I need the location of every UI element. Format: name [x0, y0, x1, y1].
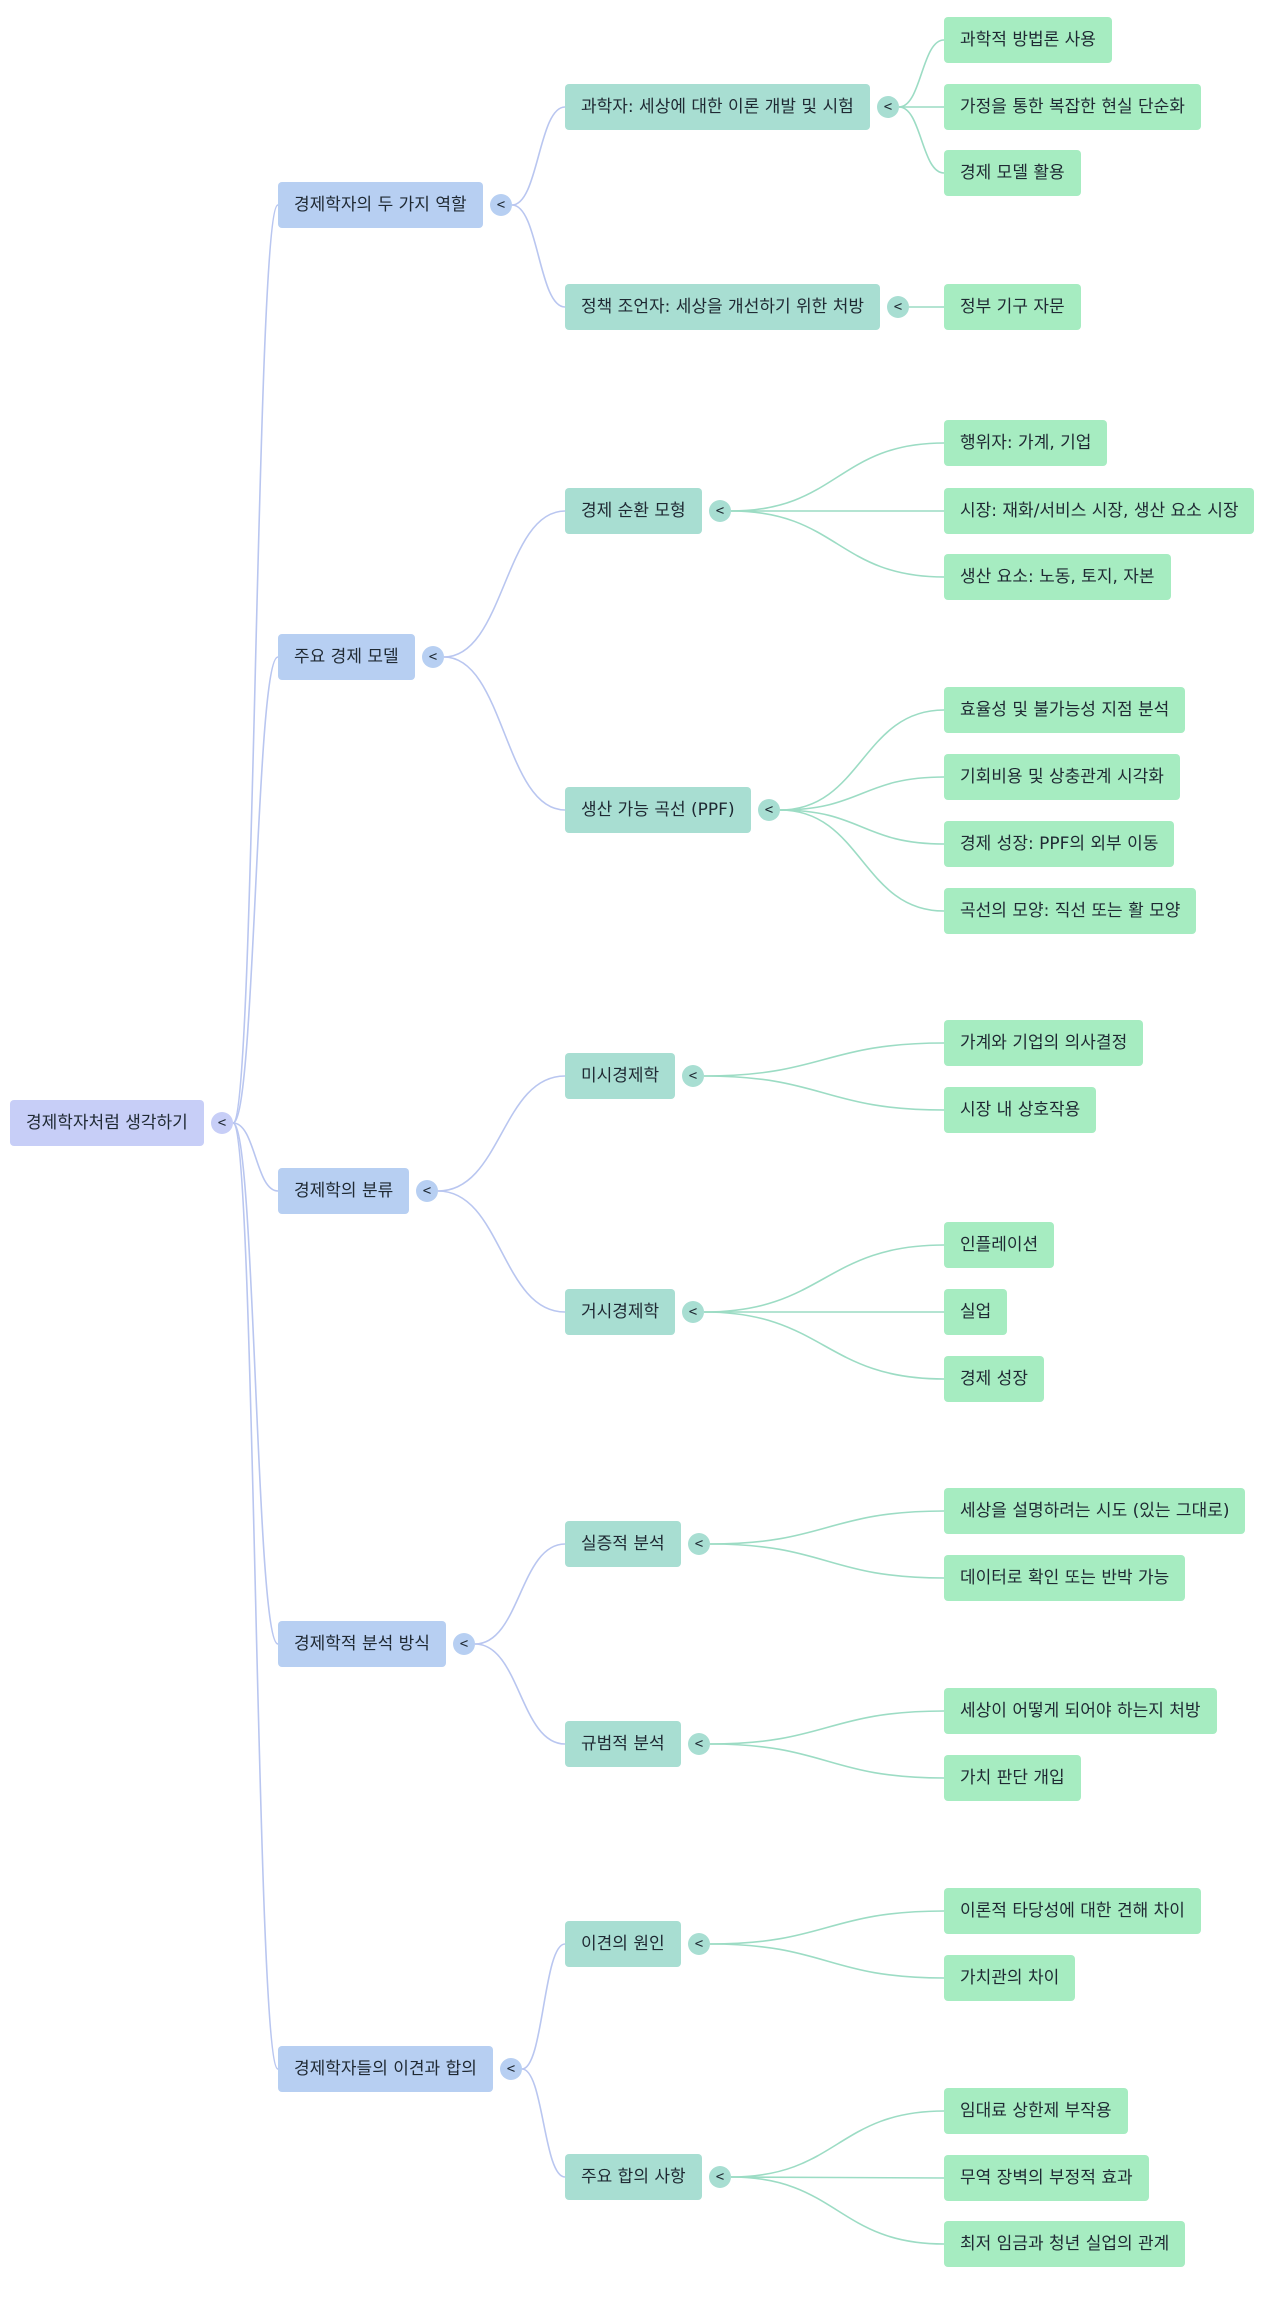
edge-branch-to-topic: [437, 1075, 566, 1192]
leaf-node[interactable]: 행위자: 가계, 기업: [944, 420, 1108, 466]
edge-branch-to-topic: [521, 2068, 566, 2178]
leaf-node[interactable]: 가치관의 차이: [944, 1955, 1076, 2001]
leaf-node[interactable]: 경제 성장: PPF의 외부 이동: [944, 821, 1175, 867]
edge-topic-to-leaf: [709, 1710, 945, 1745]
topic-node[interactable]: 미시경제학: [565, 1053, 676, 1099]
leaf-node[interactable]: 경제 모델 활용: [944, 150, 1081, 196]
topic-node[interactable]: 정책 조언자: 세상을 개선하기 위한 처방: [565, 284, 880, 330]
edge-topic-to-leaf: [730, 2176, 945, 2179]
topic-node[interactable]: 거시경제학: [565, 1289, 676, 1335]
edge-topic-to-leaf: [709, 1943, 945, 1979]
leaf-node[interactable]: 가정을 통한 복잡한 현실 단순화: [944, 84, 1201, 130]
edge-topic-to-leaf: [709, 1910, 945, 1945]
topic-node[interactable]: 실증적 분석: [565, 1521, 681, 1567]
edge-topic-to-leaf: [709, 1743, 945, 1779]
edge-topic-to-leaf: [703, 1075, 945, 1111]
topic-collapse-toggle[interactable]: <: [682, 1301, 704, 1323]
topic-collapse-toggle[interactable]: <: [758, 799, 780, 821]
topic-node[interactable]: 규범적 분석: [565, 1721, 681, 1767]
topic-node[interactable]: 생산 가능 곡선 (PPF): [565, 787, 751, 833]
edge-topic-to-leaf: [898, 39, 945, 108]
edge-root-to-branch: [232, 1122, 279, 1192]
leaf-node[interactable]: 생산 요소: 노동, 토지, 자본: [944, 554, 1171, 600]
edge-branch-to-topic: [511, 204, 566, 308]
edge-branch-to-topic: [443, 656, 566, 811]
edge-topic-to-leaf: [779, 809, 945, 912]
leaf-node[interactable]: 경제 성장: [944, 1356, 1044, 1402]
branch-node[interactable]: 경제학의 분류: [278, 1168, 410, 1214]
edge-branch-to-topic: [521, 1943, 566, 2070]
topic-collapse-toggle[interactable]: <: [688, 1533, 710, 1555]
edge-topic-to-leaf: [703, 1244, 945, 1313]
topic-node[interactable]: 과학자: 세상에 대한 이론 개발 및 시험: [565, 84, 870, 130]
leaf-node[interactable]: 데이터로 확인 또는 반박 가능: [944, 1555, 1186, 1601]
edge-topic-to-leaf: [779, 776, 945, 811]
topic-collapse-toggle[interactable]: <: [887, 296, 909, 318]
branch-node[interactable]: 경제학적 분석 방식: [278, 1621, 446, 1667]
edge-topic-to-leaf: [730, 2176, 945, 2245]
leaf-node[interactable]: 무역 장벽의 부정적 효과: [944, 2155, 1149, 2201]
leaf-node[interactable]: 기회비용 및 상충관계 시각화: [944, 754, 1180, 800]
leaf-node[interactable]: 이론적 타당성에 대한 견해 차이: [944, 1888, 1201, 1934]
leaf-node[interactable]: 실업: [944, 1289, 1008, 1335]
edge-topic-to-leaf: [730, 2110, 945, 2178]
leaf-node[interactable]: 세상을 설명하려는 시도 (있는 그대로): [944, 1488, 1246, 1534]
leaf-node[interactable]: 정부 기구 자문: [944, 284, 1081, 330]
edge-topic-to-leaf: [730, 510, 945, 578]
leaf-node[interactable]: 임대료 상한제 부작용: [944, 2088, 1128, 2134]
branch-collapse-toggle[interactable]: <: [453, 1633, 475, 1655]
branch-collapse-toggle[interactable]: <: [500, 2058, 522, 2080]
edge-root-to-branch: [232, 656, 279, 1124]
edge-topic-to-leaf: [709, 1543, 945, 1579]
leaf-node[interactable]: 최저 임금과 청년 실업의 관계: [944, 2221, 1186, 2267]
topic-collapse-toggle[interactable]: <: [877, 96, 899, 118]
edge-branch-to-topic: [474, 1543, 566, 1645]
edge-root-to-branch: [232, 1122, 279, 2070]
root-node[interactable]: 경제학자처럼 생각하기: [10, 1100, 204, 1146]
topic-node[interactable]: 이견의 원인: [565, 1921, 681, 1967]
edge-topic-to-leaf: [779, 709, 945, 811]
leaf-node[interactable]: 시장: 재화/서비스 시장, 생산 요소 시장: [944, 488, 1255, 534]
topic-collapse-toggle[interactable]: <: [682, 1065, 704, 1087]
edge-topic-to-leaf: [898, 106, 945, 174]
leaf-node[interactable]: 효율성 및 불가능성 지점 분석: [944, 687, 1186, 733]
edge-root-to-branch: [232, 204, 279, 1124]
topic-node[interactable]: 주요 합의 사항: [565, 2154, 702, 2200]
leaf-node[interactable]: 가치 판단 개입: [944, 1755, 1081, 1801]
edge-root-to-branch: [232, 1122, 279, 1645]
leaf-node[interactable]: 세상이 어떻게 되어야 하는지 처방: [944, 1688, 1217, 1734]
leaf-node[interactable]: 인플레이션: [944, 1222, 1055, 1268]
topic-node[interactable]: 경제 순환 모형: [565, 488, 702, 534]
leaf-node[interactable]: 곡선의 모양: 직선 또는 활 모양: [944, 888, 1197, 934]
leaf-node[interactable]: 가계와 기업의 의사결정: [944, 1020, 1144, 1066]
leaf-node[interactable]: 시장 내 상호작용: [944, 1087, 1097, 1133]
edge-branch-to-topic: [511, 106, 566, 206]
edge-topic-to-leaf: [779, 809, 945, 845]
edge-branch-to-topic: [443, 510, 566, 658]
edge-topic-to-leaf: [730, 442, 945, 512]
branch-node[interactable]: 주요 경제 모델: [278, 634, 415, 680]
edge-topic-to-leaf: [703, 1311, 945, 1380]
branch-node[interactable]: 경제학자의 두 가지 역할: [278, 182, 483, 228]
leaf-node[interactable]: 과학적 방법론 사용: [944, 17, 1112, 63]
branch-collapse-toggle[interactable]: <: [416, 1180, 438, 1202]
branch-node[interactable]: 경제학자들의 이견과 합의: [278, 2046, 493, 2092]
edge-topic-to-leaf: [703, 1042, 945, 1077]
root-collapse-toggle[interactable]: <: [211, 1112, 233, 1134]
topic-collapse-toggle[interactable]: <: [709, 2166, 731, 2188]
edge-branch-to-topic: [437, 1190, 566, 1313]
branch-collapse-toggle[interactable]: <: [422, 646, 444, 668]
edge-branch-to-topic: [474, 1643, 566, 1745]
topic-collapse-toggle[interactable]: <: [688, 1733, 710, 1755]
topic-collapse-toggle[interactable]: <: [688, 1933, 710, 1955]
topic-collapse-toggle[interactable]: <: [709, 500, 731, 522]
branch-collapse-toggle[interactable]: <: [490, 194, 512, 216]
edge-topic-to-leaf: [709, 1510, 945, 1545]
